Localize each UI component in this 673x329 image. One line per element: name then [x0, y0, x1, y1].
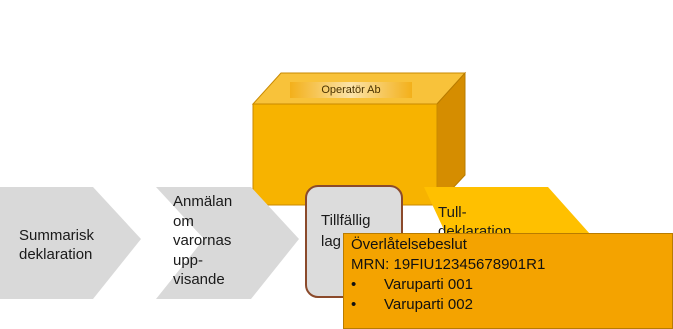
transfer-decision-popup: Överlåtelsebeslut MRN: 19FIU12345678901R… — [343, 233, 673, 329]
bullet-icon: • — [351, 296, 357, 313]
chevron-summarisk-deklaration — [0, 187, 141, 299]
list-item: • Varuparti 002 — [351, 295, 666, 315]
list-item-label: Varuparti 001 — [384, 276, 473, 293]
chevron-anmalan — [156, 187, 299, 299]
popup-mrn: MRN: 19FIU12345678901R1 — [351, 256, 546, 273]
list-item-label: Varuparti 002 — [384, 296, 473, 313]
popup-item-list: • Varuparti 001 • Varuparti 002 — [351, 275, 666, 315]
step-label-anmalan: Anmälan om varornas upp- visande — [173, 193, 233, 288]
step-label-tillfallig: Tillfällig lag — [321, 212, 371, 250]
step-label-summarisk: Summarisk deklaration — [19, 227, 95, 263]
operator-label: Operatör Ab — [290, 82, 412, 98]
list-item: • Varuparti 001 — [351, 275, 666, 295]
bullet-icon: • — [351, 276, 357, 293]
popup-title: Överlåtelsebeslut — [351, 236, 467, 253]
